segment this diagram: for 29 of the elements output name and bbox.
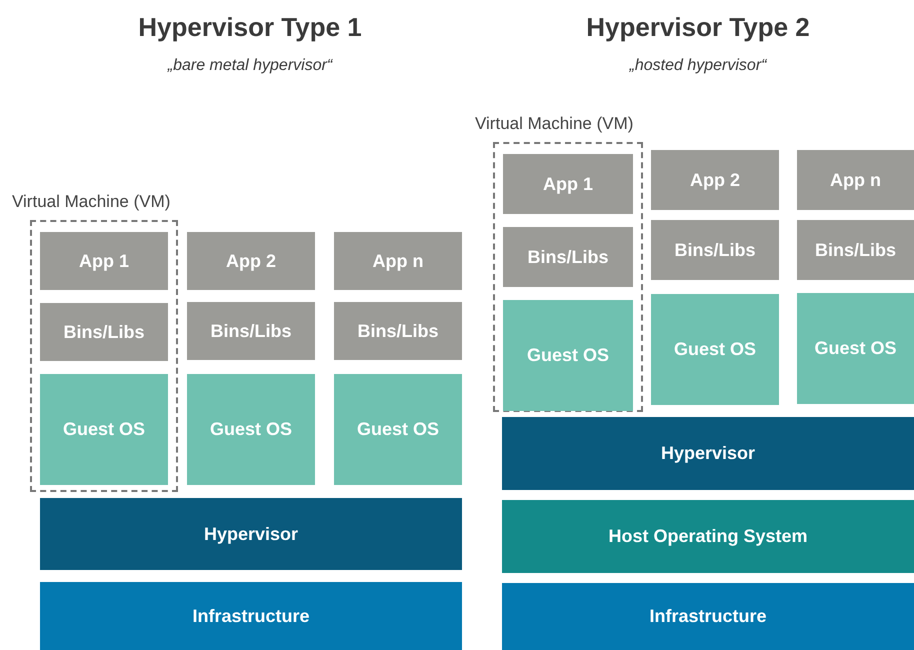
- app-block: App 1: [503, 154, 633, 214]
- library-block: Bins/Libs: [187, 302, 315, 360]
- subtitle: „hosted hypervisor“: [630, 57, 766, 75]
- app-block: App n: [797, 150, 914, 210]
- library-block: Bins/Libs: [334, 302, 462, 360]
- infrastructure-layer: Infrastructure: [40, 582, 462, 650]
- subtitle: „bare metal hypervisor“: [168, 57, 332, 75]
- os-block: Guest OS: [187, 374, 315, 485]
- app-block: App 2: [187, 232, 315, 290]
- column-heading: Hypervisor Type 1: [138, 12, 362, 43]
- os-block: Guest OS: [40, 374, 168, 485]
- app-block: App n: [334, 232, 462, 290]
- infrastructure-layer: Infrastructure: [502, 583, 914, 650]
- os-block: Guest OS: [334, 374, 462, 485]
- os-block: Guest OS: [651, 294, 779, 405]
- library-block: Bins/Libs: [40, 303, 168, 361]
- host-os-layer: Host Operating System: [502, 500, 914, 573]
- app-block: App 1: [40, 232, 168, 290]
- hypervisor-layer: Hypervisor: [40, 498, 462, 570]
- library-block: Bins/Libs: [503, 227, 633, 287]
- library-block: Bins/Libs: [797, 220, 914, 280]
- os-block: Guest OS: [797, 293, 914, 404]
- library-block: Bins/Libs: [651, 220, 779, 280]
- os-block: Guest OS: [503, 300, 633, 411]
- vm-label: Virtual Machine (VM): [12, 192, 170, 212]
- column-heading: Hypervisor Type 2: [586, 12, 810, 43]
- hypervisor-layer: Hypervisor: [502, 417, 914, 490]
- vm-label: Virtual Machine (VM): [475, 114, 634, 134]
- app-block: App 2: [651, 150, 779, 210]
